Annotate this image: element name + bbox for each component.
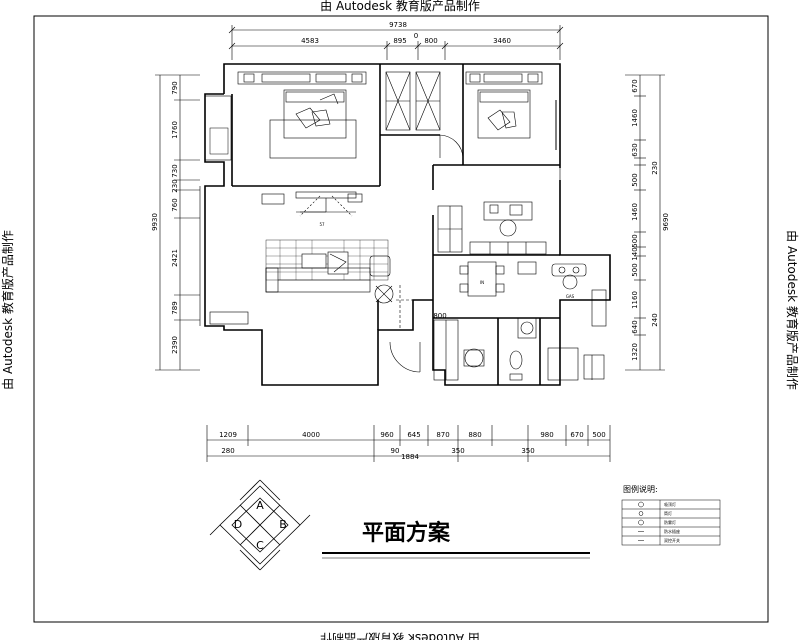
wardrobe — [385, 71, 441, 131]
legend-table — [621, 499, 721, 546]
left-dim-8: 2390 — [171, 336, 179, 354]
compass-label-c: C — [256, 539, 264, 552]
compass-label-a: A — [256, 499, 264, 512]
left-dim-7: 789 — [171, 301, 179, 314]
left-dim-5: 760 — [171, 198, 179, 211]
master-bedroom — [237, 71, 367, 159]
living-room — [261, 191, 394, 304]
bottom-dim-9: 500 — [592, 431, 605, 439]
plan-title: 平面方案 — [362, 520, 451, 546]
room-mark-1: 57 — [319, 222, 325, 227]
legend-item-2: 筒灯 — [664, 510, 672, 516]
living-cabinet — [209, 311, 249, 325]
right-dim-7: 500 — [631, 234, 639, 247]
left-dim-2: 1760 — [171, 121, 179, 139]
bottom-dim-1: 1209 — [219, 431, 237, 439]
bottom-dim-row2-3: 1884 — [401, 453, 419, 461]
bottom-dim-row2-1: 280 — [221, 447, 234, 455]
door-dim: 800 — [433, 312, 446, 320]
room-mark-3: GAS — [566, 294, 575, 299]
entry-area — [389, 285, 459, 381]
right-dim-11: 640 — [631, 320, 639, 333]
balcony-planter — [209, 127, 229, 155]
top-dim-4: 800 — [424, 37, 437, 45]
bottom-dim-2: 4000 — [302, 431, 320, 439]
watermark-left: 由 Autodesk 教育版产品制作 — [0, 230, 15, 390]
bottom-dim-4: 645 — [407, 431, 420, 439]
right-dimension-group — [625, 74, 665, 371]
top-dim-5: 3460 — [493, 37, 511, 45]
legend-item-5: 双控开关 — [664, 537, 680, 543]
second-bedroom — [465, 71, 561, 150]
right-dim-8: 140 — [631, 247, 639, 260]
sheet-border — [33, 15, 769, 623]
right-dim-4: 230 — [651, 161, 659, 174]
left-dim-4: 230 — [171, 179, 179, 192]
bathroom — [463, 347, 605, 381]
right-dim-2: 1460 — [631, 109, 639, 127]
watermark-bottom: 由 Autodesk 教育版产品制作 — [320, 631, 480, 640]
right-dim-10: 1160 — [631, 291, 639, 309]
bottom-dimension-group — [206, 425, 611, 462]
bottom-dim-row2-5: 350 — [521, 447, 534, 455]
bottom-dim-3: 960 — [380, 431, 393, 439]
left-dim-3: 730 — [171, 164, 179, 177]
top-dim-1: 4583 — [301, 37, 319, 45]
legend-item-1: 吸顶灯 — [664, 501, 676, 507]
balcony-left — [204, 95, 232, 161]
compass-label-b: B — [279, 518, 287, 531]
top-overall-dim: 9738 — [389, 21, 407, 29]
compass-symbol — [209, 479, 311, 571]
right-dim-3: 630 — [631, 143, 639, 156]
right-dim-1: 670 — [631, 79, 639, 92]
legend-item-4: 防水插座 — [664, 528, 680, 534]
legend-item-3: 防雾灯 — [664, 519, 676, 525]
left-dim-6: 2421 — [171, 249, 179, 267]
top-dim-2: 895 — [393, 37, 406, 45]
bottom-dim-5: 870 — [436, 431, 449, 439]
bottom-dim-row2-2: 90 — [391, 447, 400, 455]
left-overall-dim: 9930 — [151, 213, 159, 231]
legend-title: 图例说明: — [623, 484, 658, 494]
bottom-dim-row2-4: 350 — [451, 447, 464, 455]
left-dim-1: 790 — [171, 81, 179, 94]
right-dim-13: 1320 — [631, 343, 639, 361]
compass-label-d: D — [234, 518, 242, 531]
study-room — [437, 201, 547, 255]
watermark-right: 由 Autodesk 教育版产品制作 — [785, 230, 800, 390]
room-mark-2: IN — [480, 280, 484, 285]
bottom-dim-6: 880 — [468, 431, 481, 439]
right-dim-6: 1460 — [631, 203, 639, 221]
top-dimension-group — [228, 25, 564, 60]
walls — [199, 63, 611, 386]
top-dim-3: 0 — [414, 32, 418, 40]
right-dim-12: 240 — [651, 313, 659, 326]
right-dim-5: 500 — [631, 173, 639, 186]
bottom-dim-8: 670 — [570, 431, 583, 439]
kitchen-dining — [459, 261, 607, 339]
corridor-door — [439, 134, 464, 159]
bottom-dim-7: 980 — [540, 431, 553, 439]
watermark-top: 由 Autodesk 教育版产品制作 — [320, 0, 480, 13]
left-dimension-group — [155, 74, 200, 371]
right-dim-9: 500 — [631, 263, 639, 276]
right-overall-dim: 9690 — [662, 213, 670, 231]
